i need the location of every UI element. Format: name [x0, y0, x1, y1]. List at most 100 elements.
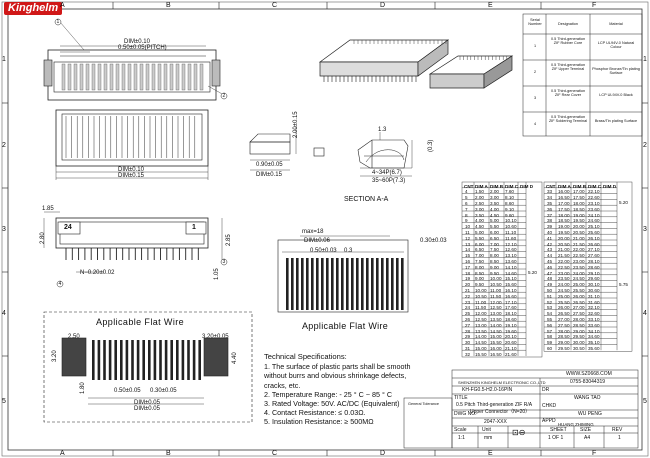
- dim-left-cell: 19: [465, 276, 471, 282]
- bottom-view-pins: [65, 248, 199, 260]
- col-label-a-bottom: A: [60, 450, 65, 457]
- dim-right-cell: 29.00: [573, 328, 585, 334]
- dim-right-cell: 56: [547, 322, 553, 328]
- dim-left-cell: 14.00: [475, 334, 487, 340]
- spec-line: without burrs and obvious shrinkage defe…: [264, 371, 407, 381]
- dim-right-cell: 27.50: [573, 311, 585, 317]
- dim-left-cell: 28: [465, 328, 471, 334]
- dim-right-cell: 44: [547, 253, 553, 259]
- ffc-max: max=18: [302, 229, 324, 235]
- dim-185: 1.85: [42, 206, 54, 212]
- dim-right-cell: 26.00: [558, 305, 570, 311]
- dim-right-cell: 30.10: [588, 282, 600, 288]
- dim-side-c: 2.00±0.15: [293, 111, 299, 138]
- dim-left-cell: 25: [465, 311, 471, 317]
- dim-left-cell: 10.50: [475, 293, 487, 299]
- dim-left-cell: 22: [465, 293, 471, 299]
- dim-right-cell: 57: [547, 328, 553, 334]
- dim-left-cell: 7: [465, 206, 468, 212]
- dim-left-cell: 9.50: [475, 282, 484, 288]
- mark-24: 24: [64, 224, 72, 231]
- pcb-title: Applicable Flat Wire: [96, 317, 185, 327]
- dim-top-d: DIM±0.15: [118, 173, 144, 179]
- dim-right-cell: 36: [547, 206, 553, 212]
- dim-left-cell: 13.50: [490, 316, 502, 322]
- dim-left-cell: 10.50: [490, 282, 502, 288]
- bottom-view-body: [55, 217, 209, 249]
- dim-right-cell: 23.50: [573, 264, 585, 270]
- projection-icon: ⊡⊖: [512, 428, 526, 437]
- dim-left-cell: 7.60: [505, 189, 514, 195]
- dim-left-cell: 8.60: [505, 200, 514, 206]
- col-label-b: B: [166, 2, 171, 9]
- dim-right-cell: 46: [547, 264, 553, 270]
- dim-side-a: 0.90±0.05: [256, 162, 283, 168]
- callout-1: 1: [56, 18, 60, 25]
- dim-top-c: DIM±0.10: [118, 167, 144, 173]
- dim-left-cell: 29: [465, 334, 471, 340]
- dim-right-cell: 25.50: [573, 287, 585, 293]
- callout-3: 3: [222, 258, 226, 265]
- dim-left-cell: 23: [465, 299, 471, 305]
- tb-dwg-label: DWG NO.: [454, 411, 477, 417]
- dim-left-cell: 6.00: [490, 229, 499, 235]
- dim-left-cell: 7.00: [475, 253, 484, 259]
- dim-285: 2.85: [226, 234, 232, 246]
- mat-row-material: Brass/Tin plating Surface: [594, 119, 638, 123]
- dim-left-cell: 4.00: [490, 206, 499, 212]
- dim-left-header: DIM D: [520, 183, 534, 189]
- row-label-1: 1: [2, 56, 6, 63]
- dim-left-cell: 15.00: [490, 334, 502, 340]
- col-label-d-bottom: D: [380, 450, 386, 457]
- dim-left-cell: 12.00: [490, 299, 502, 305]
- dim-left-cell: 9: [465, 218, 468, 224]
- dim-left-cell: 11.50: [490, 293, 502, 299]
- dim-right-cell: 58: [547, 334, 553, 340]
- dim-left-cell: 1.50: [475, 189, 484, 195]
- dim-left-cell: 7.50: [475, 258, 484, 264]
- dim-left-cell: 3.00: [490, 195, 499, 201]
- dim-left-cell: 13.00: [490, 311, 502, 317]
- dim-right-cell: 23.10: [588, 200, 600, 206]
- pcb-320a: 3.20±0.05: [202, 334, 229, 340]
- pcb-250: 2.50: [68, 334, 80, 340]
- dim-right-cell: 21.50: [558, 253, 570, 259]
- tb-dr-label: DR: [542, 387, 550, 393]
- dim-right-cell: 51: [547, 293, 553, 299]
- dim-left-cell: 8.50: [490, 258, 499, 264]
- dim-left-cell: 15: [465, 253, 471, 259]
- iso-view-1: [318, 39, 450, 82]
- dim-right-cell: 23.00: [573, 258, 585, 264]
- dim-left-cell: 5: [465, 195, 468, 201]
- dim-left-cell: 14.00: [490, 322, 502, 328]
- dim-right-cell: 19.50: [573, 218, 585, 224]
- row-label-1-right: 1: [643, 56, 647, 63]
- dim-left-cell: 15.10: [505, 276, 517, 282]
- dim-right-cell: 17.50: [558, 206, 570, 212]
- dim-left-cell: 6.50: [490, 235, 499, 241]
- col-label-c: C: [272, 2, 278, 9]
- row-label-4-right: 4: [643, 310, 647, 317]
- dim-right-cell: 26.60: [588, 241, 600, 247]
- spec-line: 3. Rated Voltage: 50V. AC/DC (Equivalent…: [264, 399, 400, 409]
- spec-line: 5. Insulation Resistance: ≥ 500MΩ: [264, 417, 374, 427]
- spec-line: 4. Contact Resistance: ≤ 0.03Ω.: [264, 408, 366, 418]
- mat-head-material: Material: [609, 22, 623, 26]
- tb-appd-name: HUANG ZHIMING: [558, 422, 594, 427]
- dim-right-cell: 50: [547, 287, 553, 293]
- front-view-body: [55, 109, 209, 167]
- dim-right-cell: 17.50: [573, 195, 585, 201]
- mat-row-no: 1: [533, 44, 537, 48]
- dim-right-cell: 28.00: [558, 328, 570, 334]
- dim-left-cell: 30: [465, 340, 471, 346]
- dim-right-cell: 28.00: [573, 316, 585, 322]
- dim-right-cell: 41: [547, 235, 553, 241]
- dim-table-grid: [461, 181, 633, 358]
- dim-right-d-bottom: 5.75: [619, 281, 628, 287]
- spec-line: 1. The surface of plastic parts shall be…: [264, 362, 411, 372]
- col-label-f: F: [592, 2, 597, 9]
- tb-unit-label: Unit: [482, 427, 491, 433]
- dim-right-cell: 31.10: [588, 293, 600, 299]
- dim-left-cell: 15.60: [505, 282, 517, 288]
